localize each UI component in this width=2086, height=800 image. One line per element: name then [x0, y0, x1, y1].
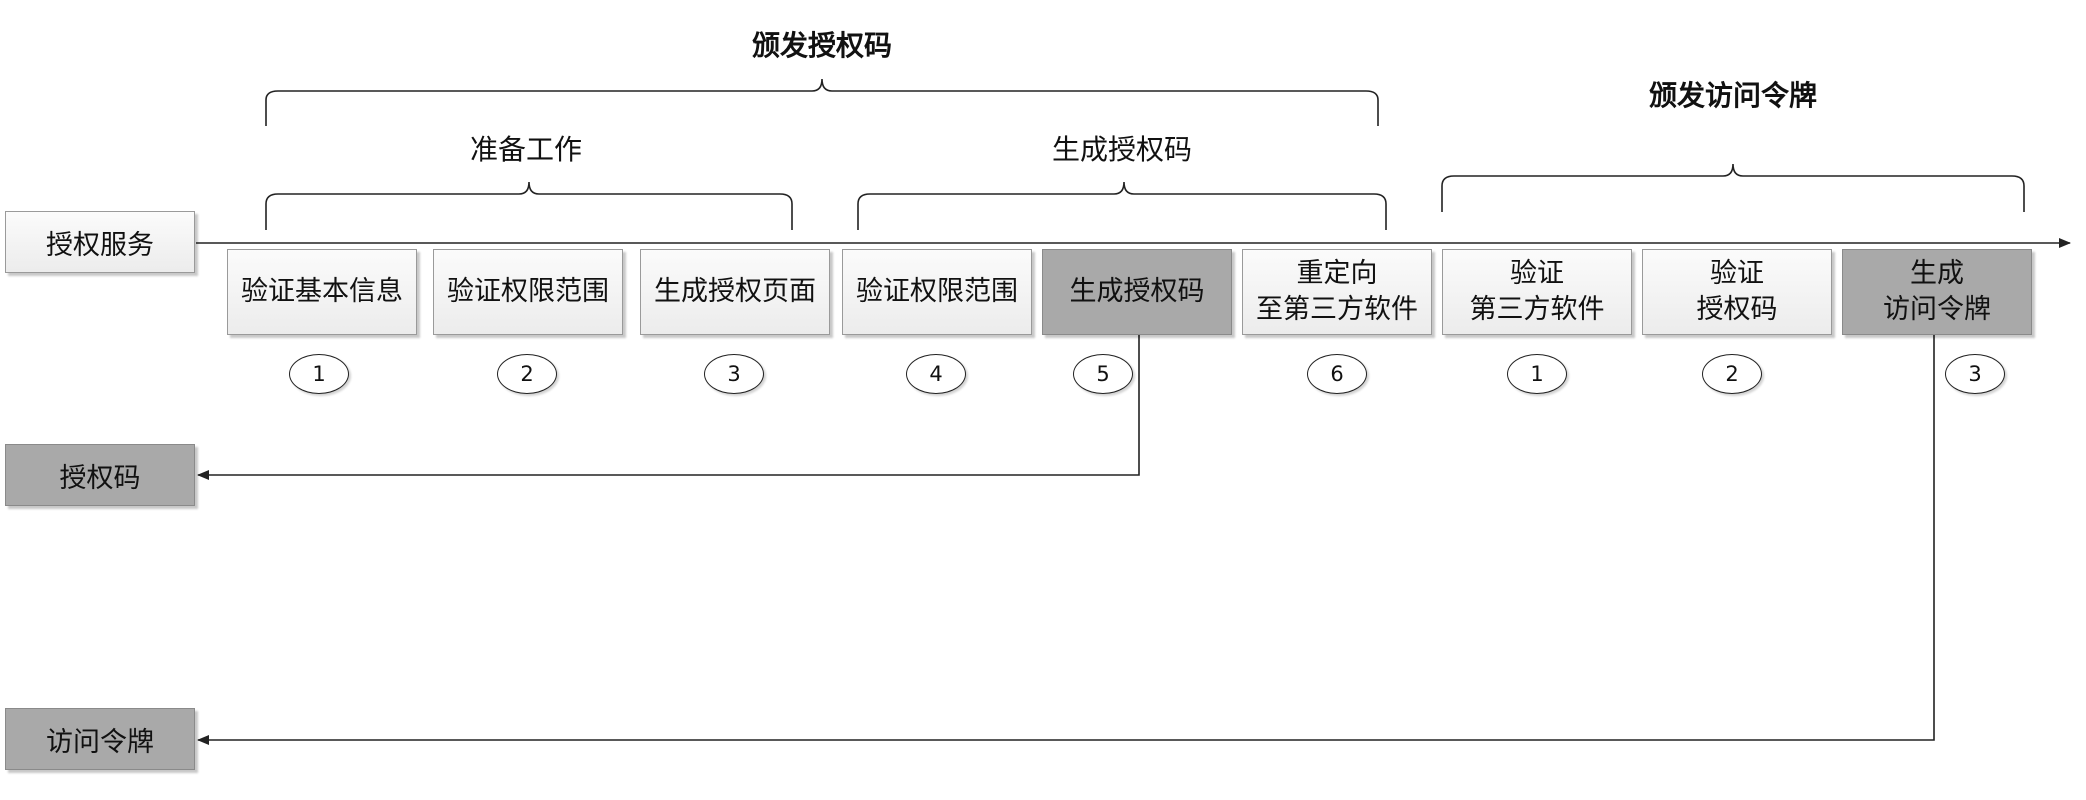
auth-code-arrow	[197, 333, 1140, 480]
step-label-line: 第三方软件	[1469, 294, 1605, 325]
step-number-badge: 4	[906, 354, 966, 394]
step-number-badge: 6	[1307, 354, 1367, 394]
step-box-4: 验证权限范围	[842, 249, 1032, 335]
step-number-badge: 1	[1507, 354, 1567, 394]
step-label-line: 验证权限范围	[856, 276, 1018, 307]
step-label-line: 授权码	[1696, 294, 1778, 325]
access-token-arrow	[197, 333, 1935, 745]
brace-generate-code	[857, 181, 1387, 230]
step-label-line: 生成授权码	[1069, 276, 1205, 307]
title-generate-code: 生成授权码	[1051, 133, 1192, 166]
step-box-8: 验证授权码	[1642, 249, 1832, 335]
lane-access-token: 访问令牌	[5, 708, 195, 770]
step-label-line: 生成	[1910, 258, 1964, 289]
lane-auth-code: 授权码	[5, 444, 195, 506]
step-number-badge: 1	[289, 354, 349, 394]
step-number-badge: 3	[1945, 354, 2005, 394]
step-box-1: 验证基本信息	[227, 249, 417, 335]
step-number-badge: 2	[1702, 354, 1762, 394]
step-number-badge: 3	[704, 354, 764, 394]
step-label-line: 验证	[1710, 258, 1764, 289]
step-number-badge: 5	[1073, 354, 1133, 394]
step-label-line: 至第三方软件	[1256, 294, 1418, 325]
step-box-9: 生成访问令牌	[1842, 249, 2032, 335]
step-box-2: 验证权限范围	[433, 249, 623, 335]
step-label-line: 重定向	[1296, 258, 1378, 289]
brace-issue-code	[265, 78, 1379, 126]
step-box-3: 生成授权页面	[640, 249, 830, 335]
brace-issue-token	[1441, 163, 2025, 212]
step-label-line: 访问令牌	[1883, 294, 1991, 325]
title-issue-token: 颁发访问令牌	[1648, 79, 1817, 112]
step-box-6: 重定向至第三方软件	[1242, 249, 1432, 335]
step-number-badge: 2	[497, 354, 557, 394]
step-label-line: 生成授权页面	[654, 276, 816, 307]
brace-prepare	[265, 181, 793, 230]
step-label-line: 验证权限范围	[447, 276, 609, 307]
step-label-line: 验证	[1510, 258, 1564, 289]
step-label-line: 验证基本信息	[241, 276, 403, 307]
lane-auth-service: 授权服务	[5, 211, 195, 273]
step-box-5: 生成授权码	[1042, 249, 1232, 335]
step-box-7: 验证第三方软件	[1442, 249, 1632, 335]
title-issue-code: 颁发授权码	[751, 29, 892, 62]
title-prepare: 准备工作	[469, 133, 582, 166]
